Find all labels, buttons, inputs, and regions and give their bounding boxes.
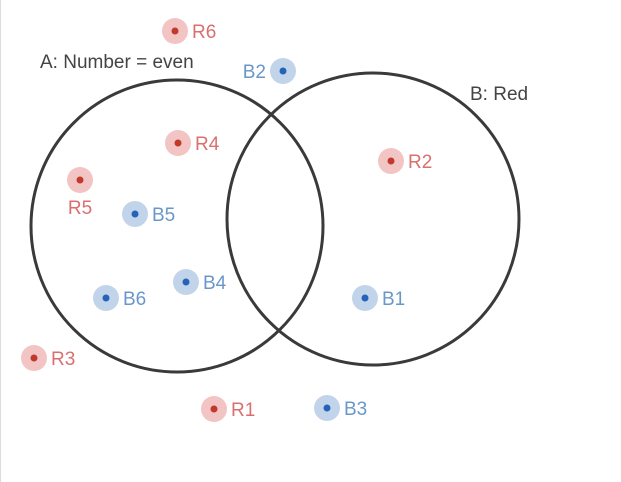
point-label: B2 (243, 62, 266, 83)
point-dot (279, 67, 287, 75)
point-dot (171, 27, 179, 35)
set-b-circle (225, 71, 521, 367)
point-label: R2 (408, 152, 432, 173)
point-label: R1 (231, 400, 255, 421)
point-r4: R4 (165, 130, 220, 156)
point-r6: R6 (162, 18, 216, 44)
point-dot (210, 405, 218, 413)
point-b1: B1 (352, 285, 405, 311)
point-b3: B3 (314, 395, 367, 421)
point-dot (30, 354, 38, 362)
point-r2: R2 (378, 148, 432, 174)
set-a-label: A: Number = even (40, 52, 194, 73)
point-label: B1 (382, 289, 405, 310)
point-label: R3 (51, 349, 75, 370)
point-dot (361, 294, 369, 302)
point-r3: R3 (21, 345, 75, 371)
point-label: B4 (203, 273, 227, 294)
point-b4: B4 (173, 269, 227, 295)
point-label: R5 (68, 198, 92, 219)
point-dot (102, 294, 110, 302)
point-r5: R5 (67, 167, 93, 219)
point-dot (182, 278, 190, 286)
point-b2: B2 (243, 58, 296, 84)
point-label: B5 (152, 205, 175, 226)
point-dot (387, 157, 395, 165)
set-b-label: B: Red (470, 84, 528, 105)
point-label: R4 (195, 134, 220, 155)
point-dot (131, 210, 139, 218)
set-a-circle (29, 78, 325, 374)
point-dot (323, 404, 331, 412)
point-label: R6 (192, 22, 216, 43)
point-b5: B5 (122, 201, 175, 227)
point-r1: R1 (201, 396, 255, 422)
point-label: B3 (344, 399, 367, 420)
point-dot (174, 139, 182, 147)
point-dot (76, 176, 84, 184)
left-border (0, 0, 1, 482)
point-b6: B6 (93, 285, 146, 311)
point-label: B6 (123, 289, 146, 310)
